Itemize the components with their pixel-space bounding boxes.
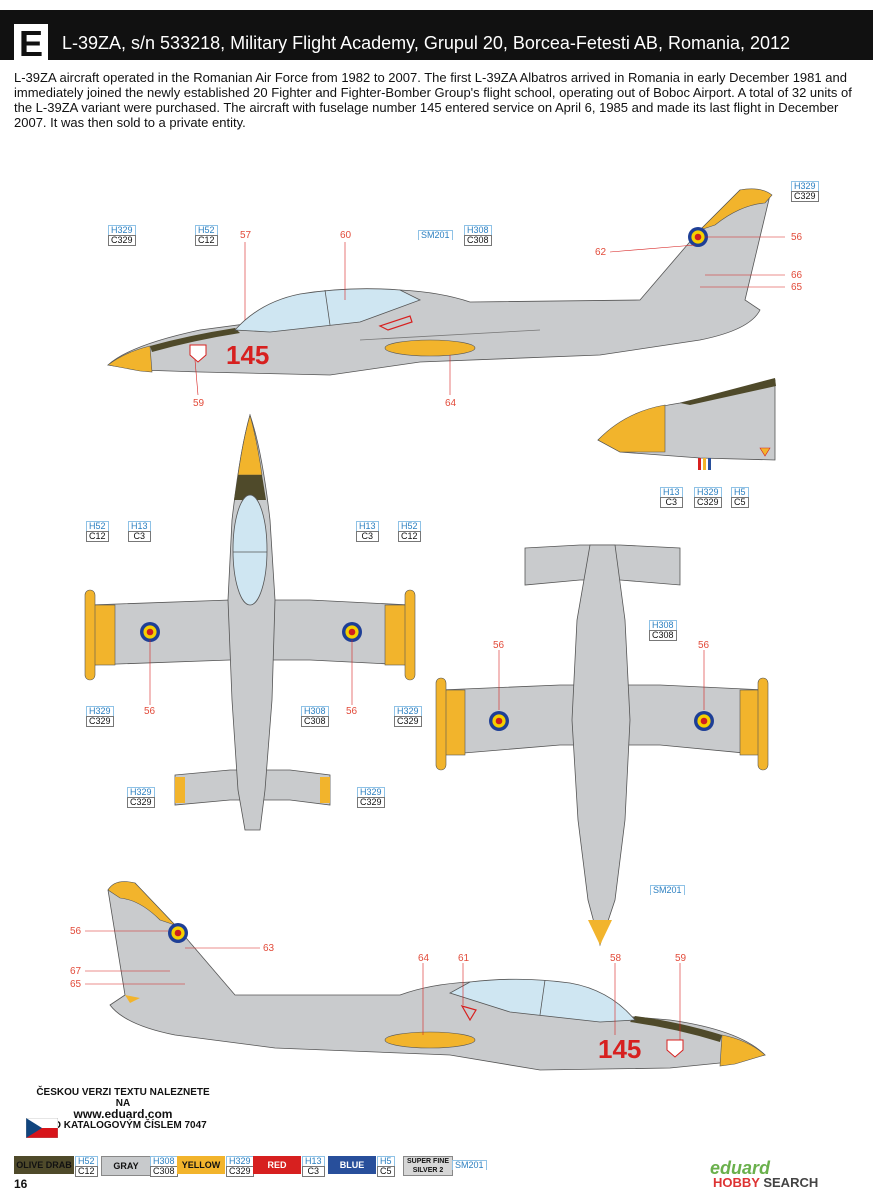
fuselage-number-bottom: 145 — [598, 1034, 641, 1064]
side-profile-left — [107, 188, 773, 376]
scheme-title: L-39ZA, s/n 533218, Military Flight Acad… — [62, 33, 791, 53]
scheme-letter: E — [14, 24, 48, 64]
czech-version-note: ČESKOU VERZI TEXTU NALEZNETE NA www.edua… — [28, 1087, 218, 1131]
legend-chip-gray: GRAY — [101, 1156, 151, 1176]
czech-flag-icon — [26, 1118, 58, 1138]
legend-chip-olive-drab: OLIVE DRAB — [14, 1156, 74, 1174]
decal-number-56-br: 56 — [698, 640, 710, 651]
legend-chip-red: RED — [253, 1156, 301, 1174]
decal-number-65: 65 — [791, 282, 803, 293]
header-bar: E L-39ZA, s/n 533218, Military Flight Ac… — [0, 10, 873, 64]
decal-number-63: 63 — [263, 943, 275, 954]
bottom-plan-view — [435, 544, 769, 947]
decal-number-64-top: 64 — [445, 398, 457, 409]
decal-number-65-side: 65 — [70, 979, 82, 990]
decal-number-56-bl: 56 — [493, 640, 505, 651]
decal-number-58: 58 — [610, 953, 622, 964]
nose-detail-view — [597, 378, 776, 470]
decal-number-64-side: 64 — [418, 953, 430, 964]
code-sm201: SM201 — [418, 230, 453, 240]
legend-chip-blue: BLUE — [328, 1156, 376, 1174]
decal-number-56-tail: 56 — [791, 232, 803, 243]
nose-yellow-top — [107, 345, 153, 373]
decal-number-57: 57 — [240, 230, 252, 241]
top-plan-view — [84, 413, 416, 831]
legend-code-silver: SM201 — [452, 1160, 487, 1170]
decal-number-56-wl: 56 — [144, 706, 156, 717]
tail-tip-yellow-top — [699, 188, 773, 231]
description-text: L-39ZA aircraft operated in the Romanian… — [14, 70, 852, 130]
czech-note-url[interactable]: www.eduard.com — [73, 1107, 173, 1121]
antiglare-top — [150, 328, 240, 352]
side-profile-right — [107, 881, 766, 1071]
legend-chip-super-fine-silver: SUPER FINE SILVER 2 — [403, 1156, 453, 1176]
legend-chip-yellow: YELLOW — [177, 1156, 225, 1174]
code-sm201-bottom: SM201 — [650, 885, 685, 895]
decal-number-67: 67 — [70, 966, 82, 977]
decal-number-60: 60 — [340, 230, 352, 241]
drop-tank-top — [384, 339, 476, 357]
decal-number-59-side: 59 — [675, 953, 687, 964]
decal-number-56-wr: 56 — [346, 706, 358, 717]
decal-number-56-side: 56 — [70, 926, 82, 937]
decal-number-59-top: 59 — [193, 398, 205, 409]
fuselage-number-top: 145 — [226, 340, 269, 370]
eduard-logo: eduard — [710, 1158, 771, 1178]
canopy-top — [234, 288, 422, 333]
hobbysearch-watermark: HOBBY SEARCH — [713, 1175, 819, 1190]
decal-number-62: 62 — [595, 247, 607, 258]
czech-note-line2: POD KATALOGOVÝM ČÍSLEM 7047 — [39, 1120, 207, 1131]
decal-number-66: 66 — [791, 270, 803, 281]
decal-number-61: 61 — [458, 953, 470, 964]
page-number: 16 — [14, 1177, 28, 1191]
czech-note-line1: ČESKOU VERZI TEXTU NALEZNETE NA — [36, 1087, 210, 1109]
